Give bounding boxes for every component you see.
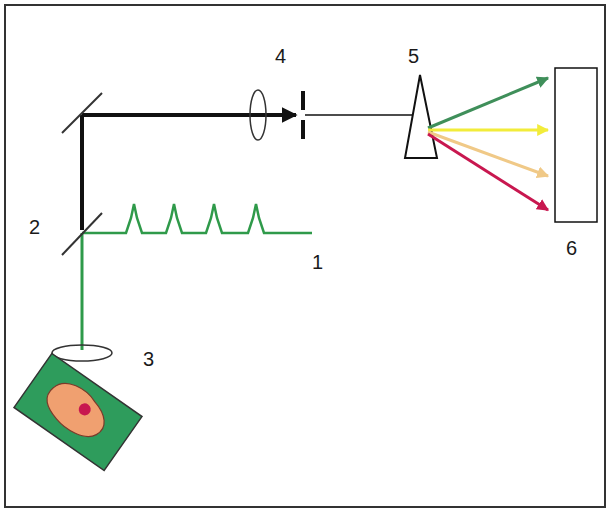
beam bbox=[305, 114, 416, 116]
ray bbox=[428, 78, 548, 128]
beam-splitter bbox=[62, 213, 102, 255]
excitation-beam bbox=[81, 233, 84, 350]
callout-number: 2 bbox=[29, 217, 40, 237]
lens bbox=[250, 90, 266, 140]
callout-number: 4 bbox=[275, 46, 286, 66]
callout-number: 1 bbox=[312, 252, 323, 272]
detector bbox=[555, 68, 597, 222]
mirror bbox=[62, 93, 102, 133]
frame bbox=[5, 5, 605, 507]
sample-slide bbox=[14, 353, 142, 470]
ray bbox=[428, 132, 548, 176]
callout-number: 5 bbox=[408, 46, 419, 66]
ray bbox=[428, 129, 548, 132]
pinhole bbox=[301, 91, 305, 110]
emission-beam bbox=[80, 115, 84, 230]
callout-number: 3 bbox=[143, 349, 154, 369]
pinhole bbox=[301, 120, 305, 139]
emission-beam bbox=[82, 113, 296, 117]
ray bbox=[428, 134, 548, 210]
callout-number: 6 bbox=[566, 238, 577, 258]
prism bbox=[405, 75, 437, 158]
pulse-train bbox=[82, 204, 312, 233]
objective-lens bbox=[52, 345, 112, 361]
